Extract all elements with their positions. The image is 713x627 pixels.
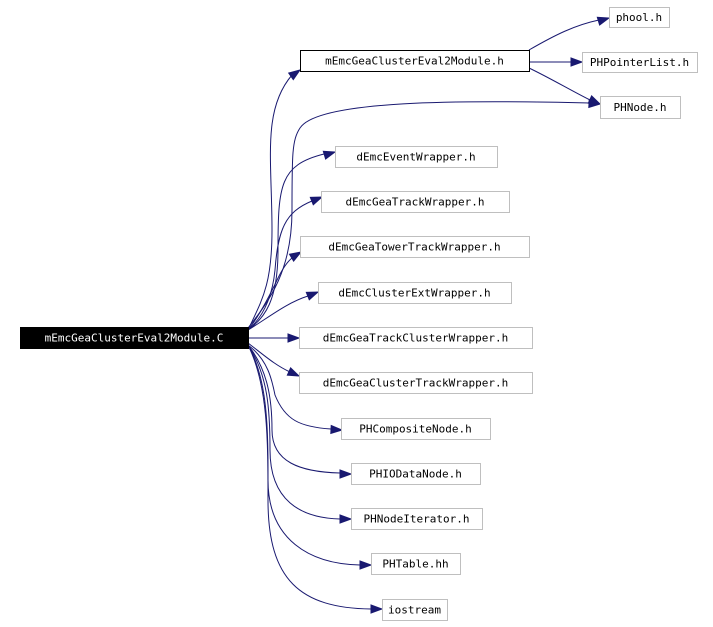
arrowhead-icon xyxy=(287,69,302,81)
edge-root-to-n15 xyxy=(247,344,384,614)
arrowhead-icon xyxy=(322,150,337,160)
include-file-node[interactable]: PHNode.h xyxy=(600,96,681,119)
node-label: PHCompositeNode.h xyxy=(359,423,472,436)
edge-n1-to-n2 xyxy=(528,16,611,51)
edge-root-to-n9 xyxy=(248,333,301,343)
arrowhead-icon xyxy=(288,251,303,262)
arrowhead-icon xyxy=(339,514,353,524)
edge-line xyxy=(247,101,591,329)
include-file-node[interactable]: dEmcEventWrapper.h xyxy=(335,146,498,168)
arrowhead-icon xyxy=(570,57,584,67)
node-label: phool.h xyxy=(616,11,662,24)
edge-root-to-n1 xyxy=(247,69,302,331)
node-box xyxy=(20,327,249,349)
include-file-node[interactable]: mEmcGeaClusterEval2Module.h xyxy=(300,50,530,72)
edge-root-to-n6 xyxy=(247,196,324,331)
node-box xyxy=(300,50,530,72)
node-box xyxy=(299,327,533,349)
include-file-node[interactable]: dEmcGeaTowerTrackWrapper.h xyxy=(300,236,530,258)
root-file-node[interactable]: mEmcGeaClusterEval2Module.C xyxy=(20,327,249,349)
node-label: PHPointerList.h xyxy=(590,56,689,69)
node-label: dEmcEventWrapper.h xyxy=(356,151,475,164)
edge-line xyxy=(528,67,591,101)
node-label: dEmcGeaTrackWrapper.h xyxy=(345,196,484,209)
edge-root-to-n13 xyxy=(247,344,353,524)
arrowhead-icon xyxy=(339,469,353,479)
edge-line xyxy=(528,19,600,51)
include-file-node[interactable]: phool.h xyxy=(609,7,670,28)
node-box xyxy=(321,191,510,213)
node-box xyxy=(299,372,533,394)
edge-line xyxy=(247,344,372,610)
arrowhead-icon xyxy=(587,94,602,105)
include-file-node[interactable]: dEmcGeaTrackClusterWrapper.h xyxy=(299,327,533,349)
node-label: dEmcGeaTowerTrackWrapper.h xyxy=(328,241,500,254)
node-label: PHNode.h xyxy=(614,101,667,114)
edge-line xyxy=(247,344,332,430)
node-box xyxy=(382,599,448,621)
arrowhead-icon xyxy=(370,604,384,614)
edge-line xyxy=(247,295,309,331)
include-file-node[interactable]: PHCompositeNode.h xyxy=(341,418,491,440)
node-layer: mEmcGeaClusterEval2Module.C mEmcGeaCluste… xyxy=(20,7,698,621)
node-box xyxy=(335,146,498,168)
include-file-node[interactable]: dEmcClusterExtWrapper.h xyxy=(318,282,512,304)
edge-root-to-n5 xyxy=(247,150,337,331)
node-box xyxy=(351,508,483,530)
edge-line xyxy=(247,344,341,520)
node-label: PHTable.hh xyxy=(382,558,448,571)
node-box xyxy=(318,282,512,304)
node-box xyxy=(609,7,670,28)
arrowhead-icon xyxy=(309,196,324,206)
node-label: mEmcGeaClusterEval2Module.h xyxy=(325,55,504,68)
node-label: dEmcClusterExtWrapper.h xyxy=(338,287,490,300)
include-file-node[interactable]: dEmcGeaTrackWrapper.h xyxy=(321,191,510,213)
include-file-node[interactable]: iostream xyxy=(382,599,448,621)
arrowhead-icon xyxy=(359,560,373,570)
edge-root-to-n7 xyxy=(247,251,303,331)
edge-root-to-n10 xyxy=(247,342,301,377)
edge-root-to-n11 xyxy=(247,344,344,435)
edge-root-to-n12 xyxy=(247,344,353,479)
edge-line xyxy=(247,200,313,331)
node-box xyxy=(351,463,481,485)
edge-line xyxy=(247,153,325,331)
node-box xyxy=(371,553,461,575)
edge-line xyxy=(247,74,293,331)
edge-root-to-n8 xyxy=(247,291,320,331)
edge-line xyxy=(247,257,293,331)
edge-line xyxy=(247,342,291,373)
node-box xyxy=(600,96,681,119)
node-label: dEmcGeaTrackClusterWrapper.h xyxy=(323,332,508,345)
include-file-node[interactable]: dEmcGeaClusterTrackWrapper.h xyxy=(299,372,533,394)
include-file-node[interactable]: PHPointerList.h xyxy=(582,52,698,73)
arrowhead-icon xyxy=(305,291,320,301)
include-file-node[interactable]: PHTable.hh xyxy=(371,553,461,575)
node-label: PHNodeIterator.h xyxy=(364,513,470,526)
node-box xyxy=(341,418,491,440)
edge-n1-to-n4 xyxy=(528,67,602,105)
node-label: iostream xyxy=(388,604,441,617)
node-label: dEmcGeaClusterTrackWrapper.h xyxy=(323,377,508,390)
arrowhead-icon xyxy=(286,366,301,377)
node-label: PHIODataNode.h xyxy=(369,468,462,481)
node-box xyxy=(300,236,530,258)
include-file-node[interactable]: PHNodeIterator.h xyxy=(351,508,483,530)
edge-layer xyxy=(247,16,611,614)
edge-n1-to-n3 xyxy=(529,57,584,67)
node-box xyxy=(582,52,698,73)
include-file-node[interactable]: PHIODataNode.h xyxy=(351,463,481,485)
arrowhead-icon xyxy=(287,333,301,343)
edge-line xyxy=(247,344,341,474)
arrowhead-icon xyxy=(330,424,344,435)
node-label: mEmcGeaClusterEval2Module.C xyxy=(45,332,224,345)
arrowhead-icon xyxy=(596,16,611,26)
